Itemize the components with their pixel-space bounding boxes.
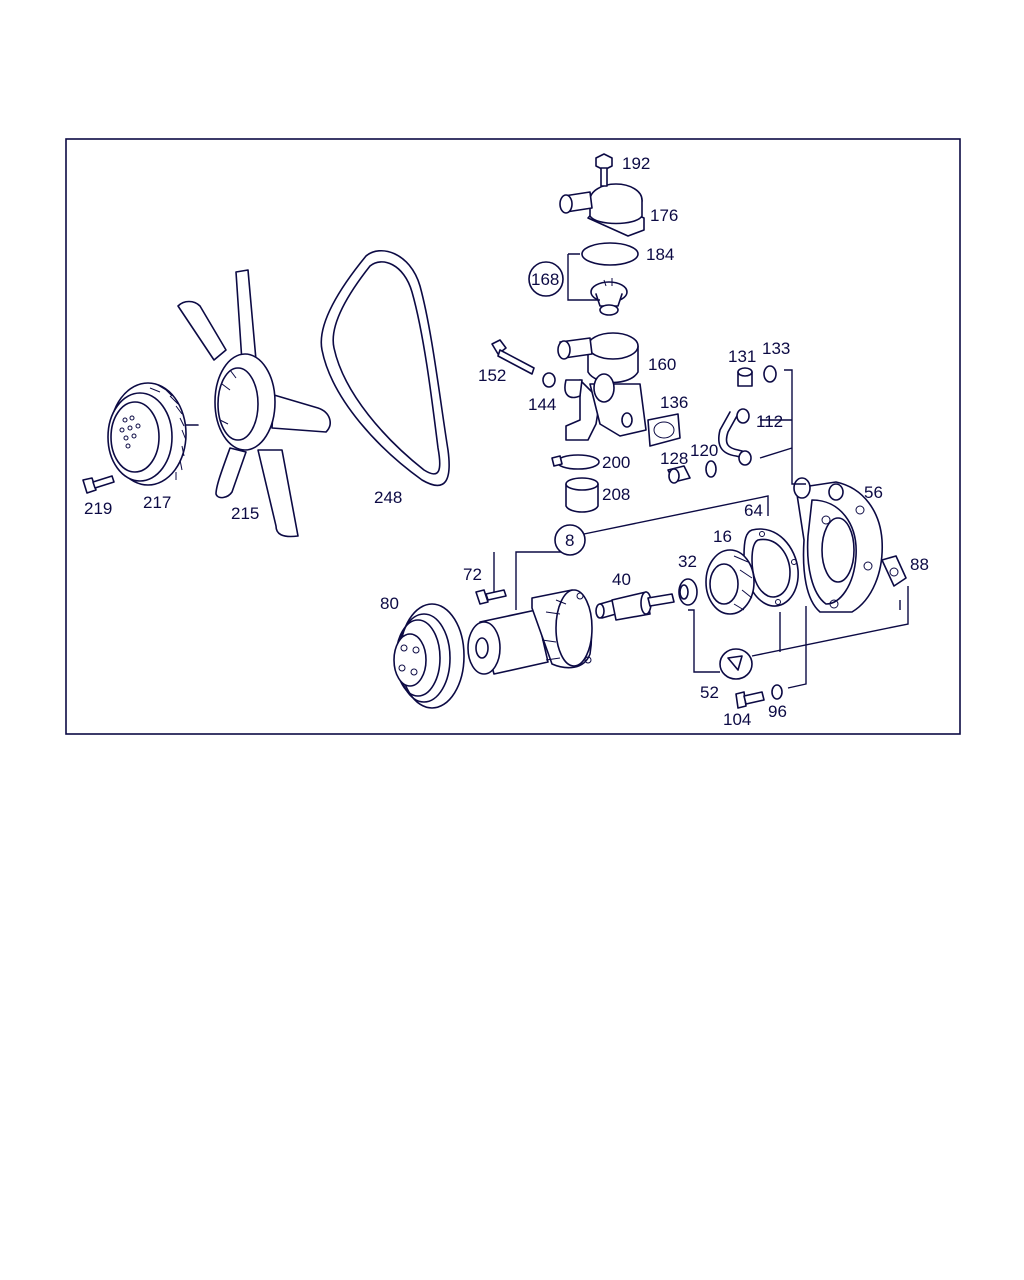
callout-32: 32	[678, 552, 697, 571]
callout-217: 217	[143, 493, 171, 512]
thermostat-cover-part	[559, 183, 645, 237]
callout-circle-8	[554, 524, 586, 556]
seal-32-part	[678, 578, 698, 606]
water-pump-body-part	[467, 589, 593, 675]
diagram-frame	[65, 138, 961, 735]
callout-136: 136	[660, 393, 688, 412]
callout-96: 96	[768, 702, 787, 721]
washer-96-part	[771, 684, 783, 700]
callout-208: 208	[602, 485, 630, 504]
leader-lines	[493, 369, 909, 689]
seal-ring-part	[581, 242, 639, 266]
bolt-104-part	[735, 691, 765, 709]
callout-88: 88	[910, 555, 929, 574]
callout-133: 133	[762, 339, 790, 358]
pipe-112-part	[718, 408, 752, 466]
callout-112: 112	[756, 412, 783, 431]
callout-40: 40	[612, 570, 631, 589]
washer-144-part	[542, 372, 556, 388]
callout-176: 176	[650, 206, 678, 225]
callout-168: 168	[531, 270, 559, 289]
callout-72: 72	[463, 565, 482, 584]
hose-clamp-part	[551, 454, 600, 470]
callout-219: 219	[84, 499, 112, 518]
callout-104: 104	[723, 710, 751, 729]
callout-circle-168	[528, 261, 564, 297]
callout-16: 16	[713, 527, 732, 546]
fan-clutch-part	[107, 382, 199, 486]
callout-131: 131	[728, 347, 756, 366]
shaft-bearing-part	[595, 591, 675, 621]
callout-52: 52	[700, 683, 719, 702]
bolt-219-part	[82, 475, 115, 494]
callout-80: 80	[380, 594, 399, 613]
callout-56: 56	[864, 483, 883, 502]
fan-part	[177, 269, 331, 538]
v-belt-part	[320, 249, 450, 487]
callout-192: 192	[622, 154, 650, 173]
pump-cover-part	[793, 477, 883, 613]
callout-120: 120	[690, 441, 718, 460]
bolt-192-part	[595, 153, 613, 187]
callout-160: 160	[648, 355, 676, 374]
bolt-72-part	[475, 589, 507, 605]
gasket-136-part	[647, 413, 681, 447]
thermostat-part	[590, 278, 628, 316]
callout-248: 248	[374, 488, 402, 507]
impeller-part	[705, 549, 755, 615]
callout-8: 8	[565, 531, 574, 550]
gasket-88-part	[881, 555, 907, 587]
pulley-part	[393, 603, 465, 709]
hose-part	[565, 477, 599, 513]
thermostat-housing-part	[557, 332, 647, 441]
seal-ring-133-part	[763, 365, 777, 383]
callout-152: 152	[478, 366, 506, 385]
callout-184: 184	[646, 245, 674, 264]
bolt-152-part	[491, 339, 535, 375]
plug-128-part	[667, 465, 691, 484]
callout-144: 144	[528, 395, 556, 414]
callout-215: 215	[231, 504, 259, 523]
plug-131-part	[737, 367, 753, 387]
callout-64: 64	[744, 501, 763, 520]
callout-128: 128	[660, 449, 688, 468]
hub-part	[719, 648, 753, 680]
seal-ring-120-part	[705, 460, 717, 478]
callout-200: 200	[602, 453, 630, 472]
